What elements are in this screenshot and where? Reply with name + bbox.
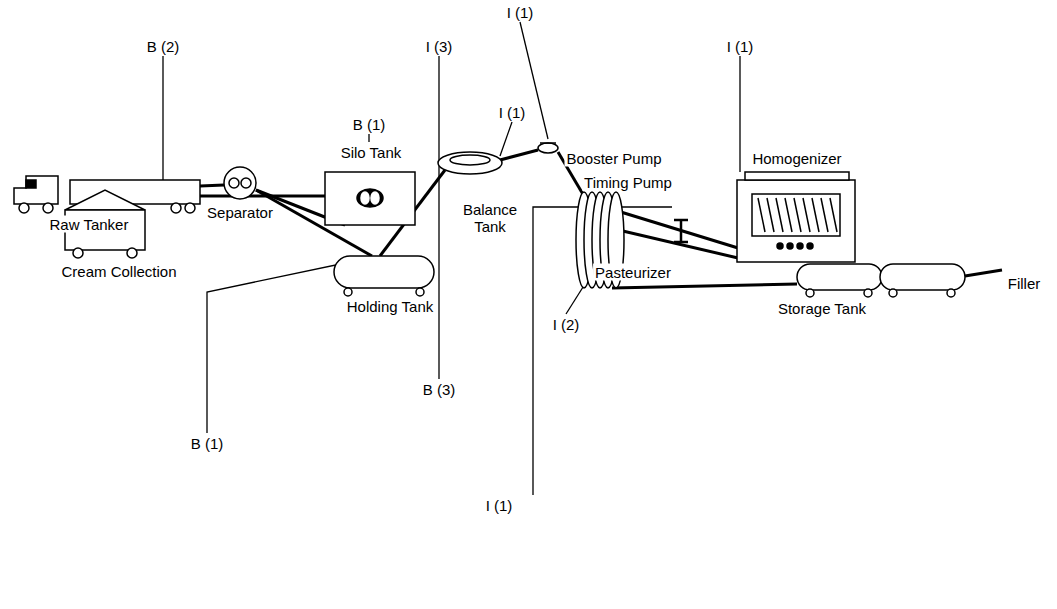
equipment-label: Booster Pump [564,150,663,167]
callout-number: I (1) [505,4,536,21]
balance-tank [438,152,502,174]
homogenizer-slot [803,198,810,232]
equipment-label: Separator [205,204,275,221]
separator [224,167,256,199]
equipment-label: Silo Tank [339,144,404,161]
leader-lines [163,22,740,495]
equipment-label: Homogenizer [750,150,843,167]
homogenizer-slot [794,198,801,232]
leader-line [500,122,512,156]
homogenizer-slot [785,198,792,232]
callout-number: I (3) [424,38,455,55]
equipment-label: Storage Tank [776,300,868,317]
equipment-label: Holding Tank [345,298,435,315]
pipe [612,284,797,288]
timing-pump [674,220,688,242]
leader-line [520,22,548,139]
equipment-label: Pasteurizer [593,264,673,281]
leader-line [739,56,740,172]
equipment-label: Raw Tanker [48,216,131,233]
homogenizer-slot [821,198,828,232]
equipment-label: Cream Collection [59,263,178,280]
callout-number: B (2) [145,38,182,55]
homogenizer-slot [812,198,819,232]
callout-number: I (2) [551,316,582,333]
callout-number: B (1) [189,435,226,452]
booster-pump [538,143,558,153]
homogenizer [737,172,855,262]
leader-line [162,56,163,181]
callout-number: I (1) [725,38,756,55]
homogenizer-slot [767,198,774,232]
leader-line [368,134,369,142]
homogenizer-slot [830,198,837,232]
pipe [965,270,1002,276]
equipment-label: Filler [1006,275,1043,292]
equipment-label: Balance Tank [457,201,523,235]
leader-line [207,262,350,433]
holding-tank [334,256,434,296]
leader-line [438,56,439,379]
raw-tanker [14,176,200,213]
homogenizer-slot [758,198,765,232]
callout-number: I (1) [497,104,528,121]
pipe [500,150,538,160]
storage-tanks [797,264,965,297]
callout-number: B (3) [421,381,458,398]
silo-tank [325,172,415,225]
homogenizer-slot [776,198,783,232]
callout-number: I (1) [484,497,515,514]
equipment-label: Timing Pump [582,174,674,191]
callout-number: B (1) [351,116,388,133]
